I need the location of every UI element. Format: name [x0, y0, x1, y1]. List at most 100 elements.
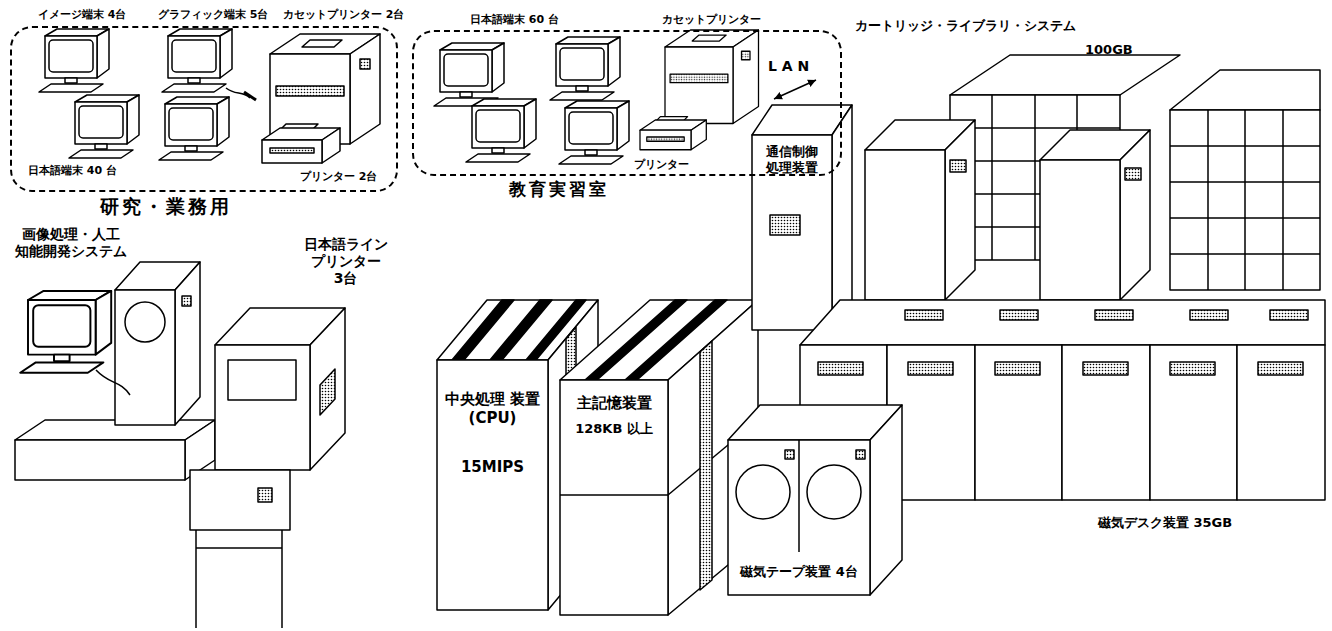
image-ai-workstation-part [175, 262, 200, 425]
image-ai-workstation-part [125, 302, 165, 342]
cartridge-library [865, 55, 1320, 300]
memory-cabinet-part [560, 494, 668, 496]
line-printer-part [310, 308, 345, 470]
research-terminals-part [162, 29, 232, 92]
magnetic-disk-array-part [1000, 310, 1038, 320]
communication-controller [752, 105, 852, 330]
line-printer-part [258, 488, 272, 502]
communication-controller-part [752, 135, 832, 330]
equipment-label: イメージ端末 4台 [38, 8, 126, 21]
research-terminals [39, 29, 380, 163]
cartridge-library-part [1120, 130, 1150, 300]
magnetic-tape-unit-part [856, 450, 865, 459]
image-ai-workstation-part [15, 440, 185, 480]
equipment-label: 日本語端末 60 台 [470, 13, 559, 26]
magnetic-tape-unit-part [798, 440, 800, 552]
equipment-label: 日本語ライン プリンター 3台 [298, 236, 393, 286]
equipment-label: L A N [768, 58, 809, 75]
classroom-terminals-part [550, 37, 620, 100]
group-heading: 教育実習室 [509, 178, 609, 201]
magnetic-disk-array-part [1270, 310, 1308, 320]
image-ai-workstation-part [96, 370, 130, 395]
memory-cabinet-part [560, 380, 668, 615]
cabinet-label-box: 通信制御 処理装置 [750, 140, 834, 200]
magnetic-tape-unit-part [785, 450, 794, 459]
cpu-cabinet-part [437, 360, 548, 610]
magnetic-tape-unit-part [736, 465, 790, 519]
equipment-label: 画像処理・人工 知能開発システム [10, 226, 132, 260]
cartridge-library-part [1170, 110, 1320, 290]
classroom-terminals-part [466, 99, 536, 162]
cabinet-label-box: 磁気テープ装置 4台 [730, 558, 868, 590]
group-heading: 研究・業務用 [100, 194, 232, 220]
device-name: 磁気テープ装置 4台 [740, 564, 858, 580]
line-printer-part [320, 369, 335, 415]
magnetic-disk-array-part [1258, 362, 1303, 375]
magnetic-disk-array-part [1190, 310, 1228, 320]
magnetic-disk-array-part [1095, 310, 1133, 320]
research-terminals-part [244, 92, 256, 100]
magnetic-disk-array-part [1237, 345, 1325, 500]
magnetic-tape-unit-part [807, 465, 861, 519]
magnetic-disk-array-part [1170, 362, 1215, 375]
lan-arrow [774, 80, 816, 99]
equipment-label: プリンター 2台 [300, 170, 377, 183]
equipment-label: 100GB [1085, 42, 1133, 58]
research-terminals-part [69, 95, 139, 158]
magnetic-disk-array-part [995, 362, 1040, 375]
line-printer [190, 308, 345, 628]
equipment-label: カートリッジ・ライブラリ・システム [855, 18, 1076, 34]
cartridge-library-part [1040, 160, 1120, 300]
cartridge-library-part [865, 150, 945, 300]
equipment-label: カセットプリンター [662, 13, 761, 26]
magnetic-disk-array-part [800, 300, 1325, 345]
memory-cabinet-part [700, 341, 712, 590]
cartridge-library-part [950, 160, 966, 172]
equipment-label: グラフィック端末 5台 [158, 8, 268, 21]
research-terminals-part [39, 29, 109, 92]
equipment-label: 磁気デスク装置 35GB [1098, 515, 1232, 531]
research-terminals-part [159, 97, 229, 160]
equipment-label: カセットプリンター 2台 [283, 8, 404, 21]
magnetic-disk-array-part [908, 362, 953, 375]
magnetic-disk-array-part [905, 310, 943, 320]
classroom-terminals-part [640, 117, 706, 150]
image-ai-workstation [15, 262, 215, 480]
cartridge-library-part [945, 120, 975, 300]
line-printer-part [190, 470, 290, 530]
cartridge-library-part [1170, 110, 1320, 290]
magnetic-disk-array-part [818, 362, 863, 375]
line-printer-part [196, 547, 282, 549]
magnetic-disk-array-part [975, 345, 1062, 500]
device-name: 通信制御 処理装置 [752, 144, 832, 177]
device-name: 主記憶装置 [577, 394, 652, 413]
image-ai-workstation-part [115, 290, 175, 425]
cartridge-library-part [1170, 70, 1320, 110]
classroom-terminals-part [434, 43, 504, 106]
communication-controller-part [832, 105, 852, 330]
line-printer-part [228, 360, 296, 400]
device-spec: 15MIPS [461, 458, 524, 477]
device-spec: 128KB 以上 [575, 421, 653, 437]
lan-arrow-part [774, 80, 816, 99]
magnetic-tape-unit [728, 405, 902, 595]
line-printer-part [215, 345, 310, 470]
image-ai-workstation-part [20, 291, 111, 373]
equipment-label: プリンター [634, 158, 689, 171]
cabinet-label-box: 主記憶装置 128KB 以上 [560, 388, 668, 468]
communication-controller-part [770, 215, 800, 235]
classroom-terminals-part [559, 101, 629, 164]
line-printer-part [281, 530, 283, 628]
image-ai-workstation-part [182, 296, 191, 306]
magnetic-tape-unit-part [728, 440, 870, 595]
equipment-label: 日本語端末 40 台 [28, 164, 117, 177]
magnetic-disk-array-part [1083, 362, 1128, 375]
magnetic-disk-array-part [1150, 345, 1237, 500]
device-name: 中央処理 装置 (CPU) [437, 390, 548, 428]
cartridge-library-part [1125, 168, 1141, 180]
line-printer-part [195, 530, 197, 628]
classroom-terminals [434, 30, 759, 164]
magnetic-tape-unit-part [870, 405, 902, 595]
